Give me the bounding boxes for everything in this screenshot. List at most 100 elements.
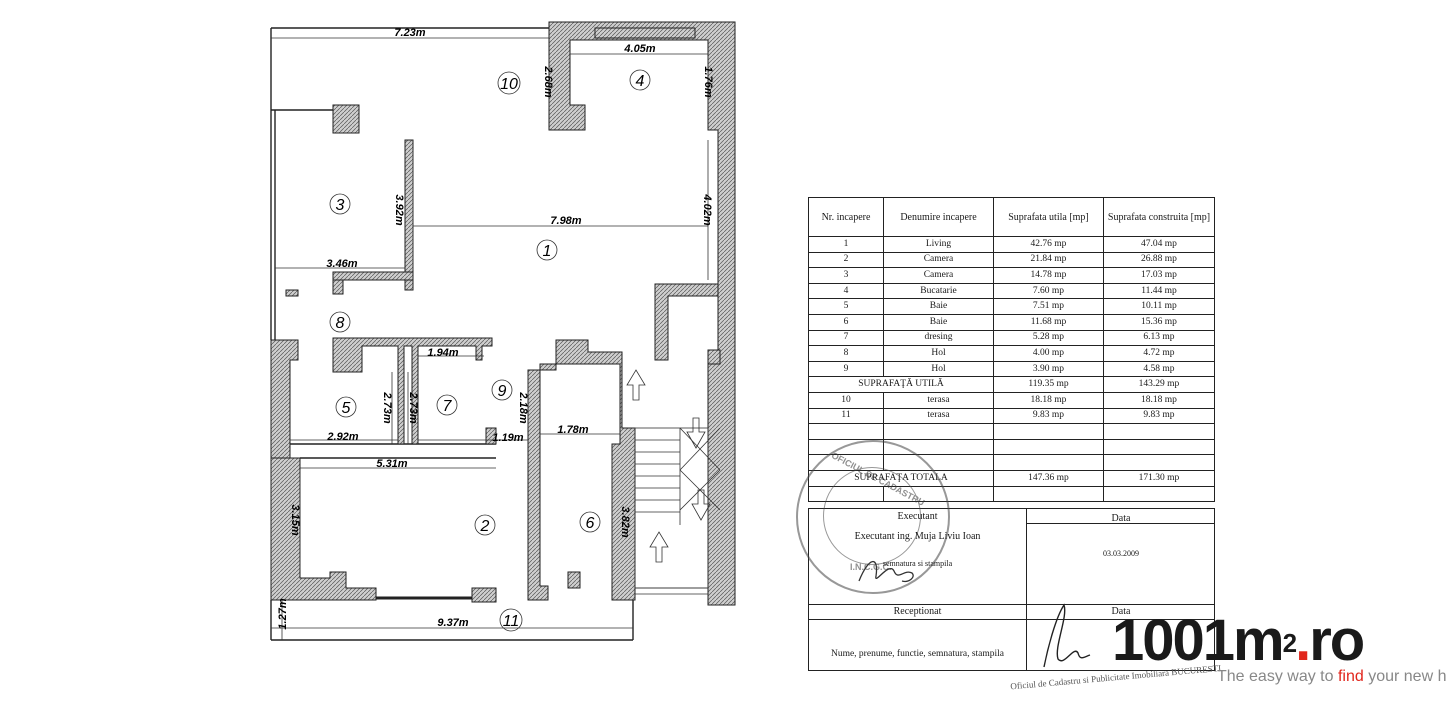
- brand-tagline: The easy way to find your new home: [1217, 668, 1447, 686]
- walls: [270, 21, 736, 606]
- dimension-label: 5.31m: [376, 458, 407, 470]
- subtotal-label: SUPRAFAŢĂ UTILĂ: [808, 376, 994, 393]
- table-header-row: Nr. incapere Denumire incapere Suprafata…: [808, 197, 1215, 237]
- cell: Baie: [883, 298, 994, 315]
- dimension-label: 3.46m: [326, 258, 357, 270]
- cell: 47.04 mp: [1103, 236, 1215, 253]
- cell: 21.84 mp: [993, 251, 1104, 269]
- cell: 171.30 mp: [1103, 469, 1215, 487]
- cell: 9.83 mp: [1103, 407, 1215, 425]
- dimension-label: 3.82m: [619, 506, 631, 537]
- room-number-6: 6: [586, 515, 595, 532]
- cell: terasa: [883, 407, 994, 425]
- column-header: Suprafata utila [mp]: [993, 197, 1104, 237]
- data-label: Data: [1111, 513, 1131, 524]
- room-number-9: 9: [498, 383, 507, 400]
- room-number-4: 4: [636, 73, 645, 90]
- brand-text: 1001m: [1112, 608, 1285, 673]
- cell: 4.72 mp: [1103, 345, 1215, 362]
- arrow-up-icon: [626, 369, 669, 563]
- cell: Hol: [883, 360, 994, 378]
- room-number-10: 10: [500, 76, 518, 93]
- dimension-label: 4.02m: [701, 193, 713, 225]
- room-number-1: 1: [543, 243, 552, 260]
- cell: Living: [883, 236, 994, 253]
- dimension-label: 9.37m: [437, 617, 468, 629]
- dimension-label: 1.94m: [427, 347, 458, 359]
- stamp-initials: I.N.C.G.C.: [850, 562, 892, 572]
- executant-date: 03.03.2009: [1103, 549, 1139, 558]
- receptionat-label: Receptionat: [893, 606, 942, 617]
- cell: Bucatarie: [883, 282, 994, 300]
- dimension-label: 2.92m: [326, 431, 358, 443]
- cell: 3.90 mp: [993, 360, 1104, 378]
- dimension-label: 1.19m: [492, 432, 523, 444]
- tagline-part: your new home: [1368, 668, 1447, 685]
- dimension-label: 2.68m: [542, 65, 554, 97]
- cell: dresing: [883, 329, 994, 347]
- brand-tld: ro: [1309, 608, 1365, 673]
- dimension-label: 1.78m: [557, 424, 588, 436]
- room-number-7: 7: [443, 398, 453, 415]
- cell: 14.78 mp: [993, 267, 1104, 284]
- cell: 147.36 mp: [993, 469, 1104, 487]
- receptionat-note: Nume, prenume, functie, semnatura, stamp…: [830, 649, 1005, 659]
- cell: 5: [808, 298, 884, 315]
- cell: 6: [808, 313, 884, 331]
- column-header: Denumire incapere: [883, 197, 994, 237]
- cell: 26.88 mp: [1103, 251, 1215, 269]
- dimension-label: 3.15m: [289, 504, 301, 535]
- room-number-11: 11: [503, 613, 520, 630]
- column-header: Nr. incapere: [808, 197, 884, 237]
- cell: 119.35 mp: [993, 376, 1104, 393]
- cell: 4.00 mp: [993, 345, 1104, 362]
- cell: 10: [808, 391, 884, 409]
- plan-outline: [270, 27, 634, 641]
- cell: 11: [808, 407, 884, 425]
- floor-plan: 10 4 3 1 8 9 5 7 2 6 11 7.23m 4.05m 2.68…: [270, 21, 736, 641]
- room-labels: 10 4 3 1 8 9 5 7 2 6 11: [329, 69, 651, 632]
- cell: 4.58 mp: [1103, 360, 1215, 378]
- tagline-part: The easy way to: [1217, 668, 1338, 685]
- signature-icon: [1043, 603, 1091, 668]
- room-number-2: 2: [480, 518, 490, 535]
- dimension-label: 7.98m: [550, 215, 581, 227]
- dimension-label: 4.05m: [623, 43, 655, 55]
- dimension-label: 1.76m: [702, 66, 714, 97]
- dimension-label: 7.23m: [394, 27, 425, 39]
- column-header: Suprafata construita [mp]: [1103, 197, 1215, 237]
- cell: 8: [808, 345, 884, 362]
- cell: 10.11 mp: [1103, 298, 1215, 315]
- cell: 2: [808, 251, 884, 269]
- brand-logo: 1001m2.ro The easy way to find your new …: [1112, 612, 1447, 686]
- cell: 4: [808, 282, 884, 300]
- cell: 7: [808, 329, 884, 347]
- surface-table: Nr. incapere Denumire incapere Suprafata…: [808, 197, 1215, 503]
- cell: 17.03 mp: [1103, 267, 1215, 284]
- brand-dot: .: [1295, 608, 1311, 673]
- tagline-highlight: find: [1337, 668, 1364, 685]
- dimension-labels: 7.23m 4.05m 2.68m 1.76m 3.92m 7.98m 4.02…: [277, 27, 714, 630]
- data-label-2: Data: [1111, 606, 1131, 617]
- dimension-label: 1.27m: [277, 598, 289, 629]
- cell: Baie: [883, 313, 994, 331]
- cell: terasa: [883, 391, 994, 409]
- cell: 9.83 mp: [993, 407, 1104, 425]
- room-number-8: 8: [336, 315, 345, 332]
- official-stamp: OFICIUL DE CADASTRU I.N.C.G.C.: [796, 440, 950, 594]
- room-number-3: 3: [336, 197, 345, 214]
- cell: 5.28 mp: [993, 329, 1104, 347]
- cell: 11.68 mp: [993, 313, 1104, 331]
- room-number-5: 5: [342, 400, 351, 417]
- dimension-label: 3.92m: [393, 194, 405, 225]
- staircase: [634, 427, 721, 595]
